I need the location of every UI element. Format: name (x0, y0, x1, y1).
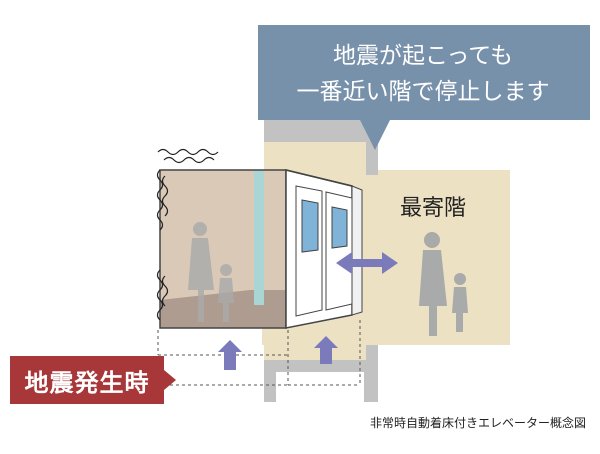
shaft-frame-right-lower (364, 345, 378, 402)
wave-icon (156, 148, 219, 321)
nearest-floor-label: 最寄階 (400, 196, 467, 221)
speech-text: 地震が起こっても 一番近い階で停止します (268, 38, 578, 110)
person-icon (188, 222, 234, 322)
guide-lines (157, 320, 361, 386)
person-icon (419, 232, 468, 336)
shaft-frame-top (264, 118, 378, 142)
door-window-right (331, 206, 348, 249)
car-light-strip (254, 170, 264, 305)
double-arrow-icon (336, 252, 398, 274)
shaft-frame-left-lower (264, 360, 276, 402)
earthquake-event-label: 地震発生時 (24, 368, 150, 397)
shaft-frame-left-upper (264, 118, 276, 140)
door-frame-side (351, 185, 363, 316)
up-arrow-icon (218, 336, 338, 370)
speech-bubble (258, 25, 590, 150)
diagram-caption: 非常時自動着床付きエレベーター概念図 (369, 416, 586, 430)
speech-line-1: 地震が起こっても (332, 43, 514, 69)
door-window-left (301, 199, 319, 253)
event-tag (10, 356, 176, 404)
speech-line-2: 一番近い階で停止します (296, 79, 550, 105)
